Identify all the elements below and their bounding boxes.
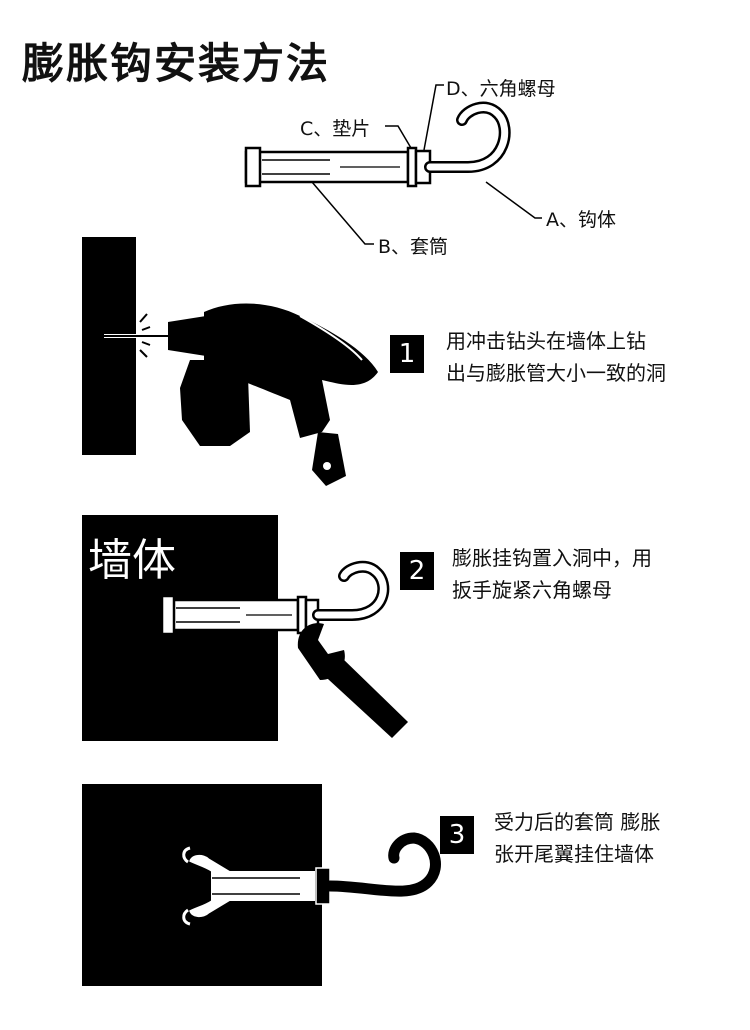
step-2-number: 2 bbox=[400, 552, 434, 590]
label-sleeve: B、套筒 bbox=[378, 236, 449, 258]
drill-side-handle bbox=[180, 360, 250, 446]
step-2-line-1: 膨胀挂钩置入洞中，用 bbox=[452, 546, 652, 570]
label-hook-body: A、钩体 bbox=[546, 209, 616, 231]
step-3-line-2: 张开尾翼挂住墙体 bbox=[494, 842, 654, 866]
step-3-number: 3 bbox=[440, 816, 474, 854]
step-2-line-2: 扳手旋紧六角螺母 bbox=[452, 578, 612, 602]
expanded-sleeve bbox=[186, 852, 317, 920]
label-washer: C、垫片 bbox=[300, 118, 371, 140]
drill-grip-base bbox=[312, 432, 346, 486]
drill-chuck bbox=[168, 316, 206, 356]
step-2-text: 膨胀挂钩置入洞中，用 扳手旋紧六角螺母 bbox=[452, 542, 652, 606]
wall-section-1 bbox=[82, 237, 136, 455]
page-title: 膨胀钩安装方法 bbox=[22, 39, 331, 88]
step-1-text: 用冲击钻头在墙体上钻 出与膨胀管大小一致的洞 bbox=[446, 325, 666, 389]
sleeve-end-cap bbox=[244, 146, 262, 188]
parts-diagram bbox=[244, 84, 542, 245]
step-1-line-1: 用冲击钻头在墙体上钻 bbox=[446, 329, 646, 353]
hook-body-3 bbox=[324, 832, 441, 897]
wall-label: 墙体 bbox=[88, 535, 176, 586]
label-hex-nut: D、六角螺母 bbox=[446, 78, 556, 100]
step3-illustration bbox=[82, 784, 441, 986]
step-1-line-2: 出与膨胀管大小一致的洞 bbox=[446, 361, 666, 385]
wrench bbox=[297, 623, 408, 738]
step-3-line-1: 受力后的套筒 膨胀 bbox=[494, 810, 661, 834]
step2-illustration bbox=[82, 515, 408, 741]
step-3-text: 受力后的套筒 膨胀 张开尾翼挂住墙体 bbox=[494, 806, 660, 870]
step1-illustration bbox=[82, 237, 378, 486]
step-1-number: 1 bbox=[390, 335, 424, 373]
